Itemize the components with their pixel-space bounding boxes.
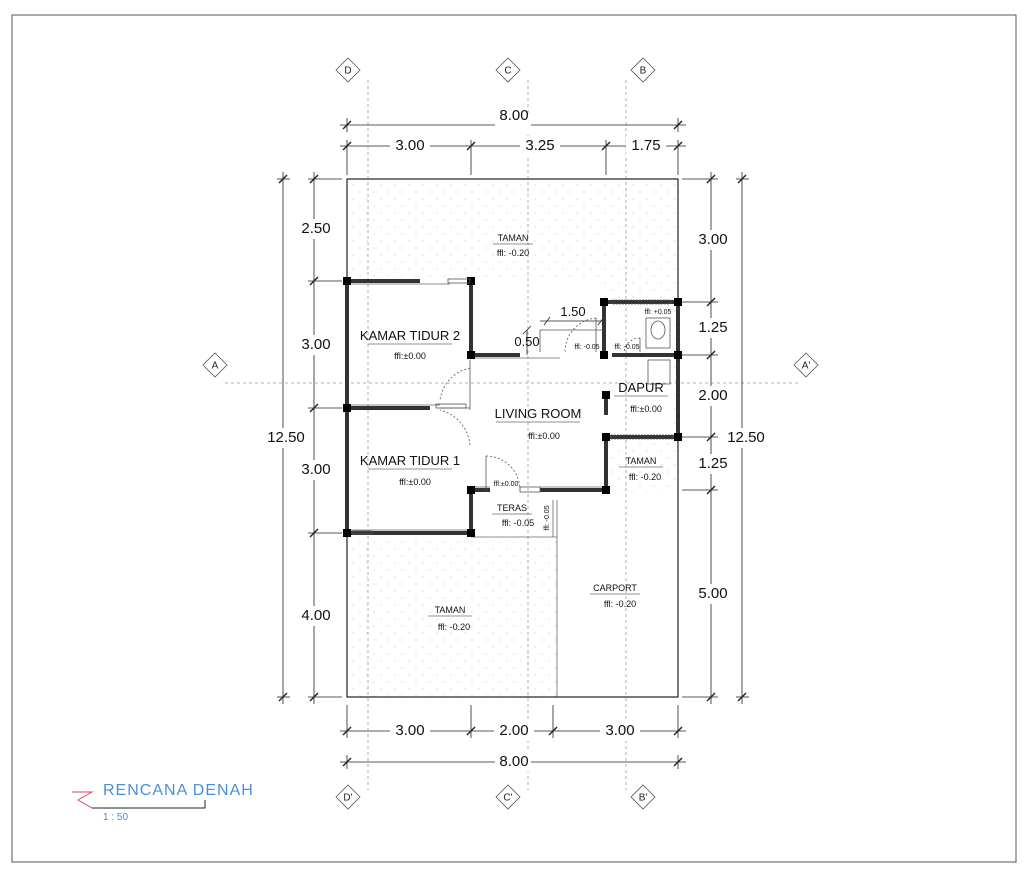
level-corridor-b: ffl: -0.05 [614, 344, 639, 351]
room-level-kamar-tidur-2: ffl:±0.00 [394, 351, 426, 361]
sheet-border [11, 14, 1017, 863]
room-name-teras: TERAS [497, 503, 527, 513]
room-level-carport: ffl: -0.20 [604, 599, 636, 609]
drawing-title-block: RENCANA DENAH 1 : 50 [72, 782, 254, 823]
dim-right-2: 1.25 [698, 319, 727, 336]
dim-inner-2: 0.50 [514, 334, 539, 349]
room-level-taman-bottom: ffl: -0.20 [438, 622, 470, 632]
drawing-scale: 1 : 50 [103, 812, 128, 823]
dim-bottom-total: 8.00 [499, 753, 528, 770]
room-name-taman-mid: TAMAN [626, 456, 657, 466]
room-name-carport: CARPORT [593, 583, 637, 593]
level-corridor-a: ffl: -0.05 [574, 344, 599, 351]
grid-label-d: D [344, 66, 351, 77]
room-level-kamar-tidur-1: ffl:±0.00 [399, 477, 431, 487]
dim-top-3: 1.75 [631, 137, 660, 154]
grid-markers [202, 57, 819, 810]
dim-bottom-1: 3.00 [395, 722, 424, 739]
dim-right-3: 2.00 [698, 387, 727, 404]
room-level-dapur: ffl:±0.00 [630, 404, 662, 414]
grid-label-b-prime: B' [639, 793, 648, 804]
dim-left-total: 12.50 [267, 429, 305, 446]
dim-bottom-2: 2.00 [499, 722, 528, 739]
room-name-taman-top: TAMAN [498, 233, 529, 243]
dim-top-2: 3.25 [525, 137, 554, 154]
dim-inner-1: 1.50 [560, 304, 585, 319]
grid-label-b: B [640, 66, 647, 77]
dim-right-5: 5.00 [698, 585, 727, 602]
level-teras-side: ffl: -0.05 [544, 505, 551, 530]
room-name-dapur: DAPUR [618, 380, 664, 395]
dim-top-total: 8.00 [499, 107, 528, 124]
dim-right-1: 3.00 [698, 231, 727, 248]
doors-windows [351, 278, 674, 535]
room-labels: TAMAN ffl: -0.20 KAMAR TIDUR 2 ffl:±0.00… [360, 233, 672, 632]
drawing-title: RENCANA DENAH [103, 782, 254, 799]
grid-label-d-prime: D' [343, 793, 352, 804]
level-entry: ffl:±0.00 [494, 481, 519, 488]
grid-label-a-prime: A' [802, 361, 811, 372]
room-name-kamar-tidur-2: KAMAR TIDUR 2 [360, 328, 460, 343]
level-bath: ffl: +0.05 [645, 309, 672, 316]
columns [343, 277, 682, 537]
dim-left-1: 2.50 [301, 220, 330, 237]
dim-left-3: 3.00 [301, 461, 330, 478]
garden-hatch [347, 179, 678, 697]
dim-right-total: 12.50 [727, 429, 765, 446]
room-level-taman-mid: ffl: -0.20 [629, 472, 661, 482]
room-level-living-room: ffl:±0.00 [528, 431, 560, 441]
dim-left-2: 3.00 [301, 336, 330, 353]
grid-label-c: C [504, 66, 511, 77]
dim-top-1: 3.00 [395, 137, 424, 154]
dim-left-4: 4.00 [301, 607, 330, 624]
room-name-taman-bottom: TAMAN [435, 605, 466, 615]
dim-bottom-3: 3.00 [605, 722, 634, 739]
wall-thin-lines [350, 283, 603, 697]
walls [345, 279, 680, 535]
room-name-living-room: LIVING ROOM [495, 406, 582, 421]
grid-label-a: A [212, 361, 219, 372]
room-name-kamar-tidur-1: KAMAR TIDUR 1 [360, 453, 460, 468]
grid-label-c-prime: C' [503, 793, 512, 804]
room-level-taman-top: ffl: -0.20 [497, 248, 529, 258]
dim-right-4: 1.25 [698, 455, 727, 472]
room-level-teras: ffl: -0.05 [502, 518, 534, 528]
